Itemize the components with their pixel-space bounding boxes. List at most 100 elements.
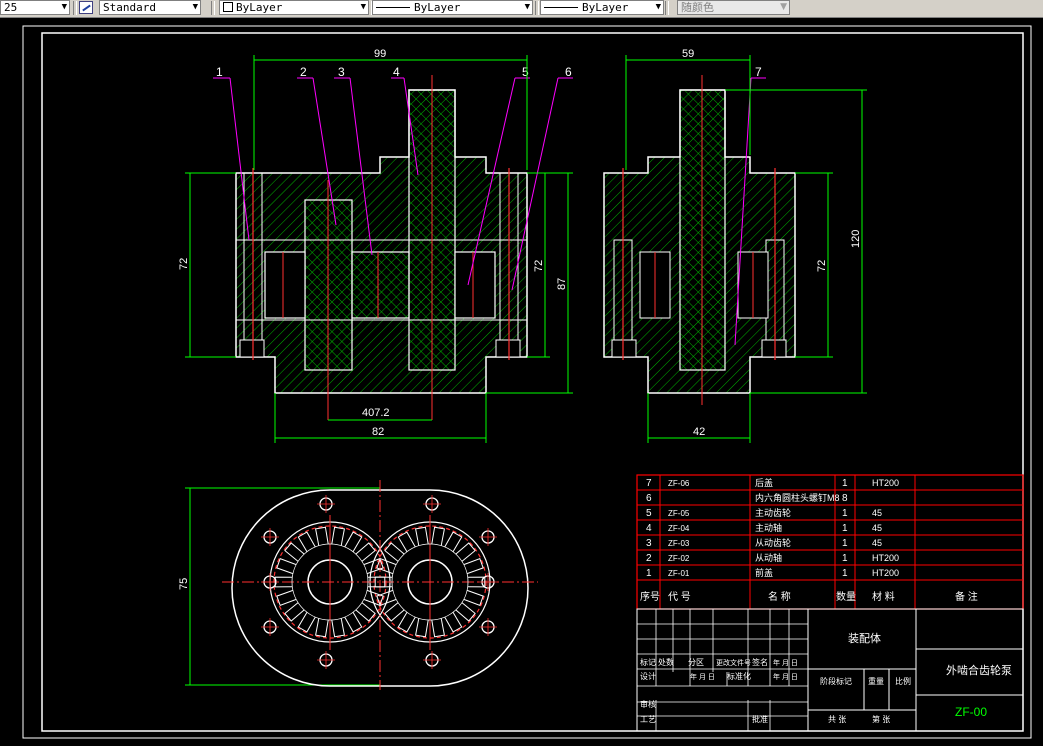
tb-approve: 批准 (752, 714, 768, 724)
chevron-down-icon[interactable]: ▼ (192, 2, 198, 12)
chevron-down-icon[interactable]: ▼ (524, 2, 530, 12)
gear-root-circle (391, 543, 469, 621)
gear-tooth (376, 589, 397, 607)
dim-bottom-height: 75 (178, 578, 190, 590)
linetype-combo[interactable]: ByLayer ▼ (372, 0, 533, 15)
toolbar-separator (211, 1, 215, 15)
tb-date-2: 年 月 日 (773, 672, 798, 681)
color-value: ByLayer (236, 1, 283, 14)
tb-label-zone: 分区 (688, 658, 704, 667)
dim-side-height-inner: 72 (816, 260, 828, 272)
bom-cell-qty: 1 (842, 508, 848, 519)
chevron-down-icon[interactable]: ▼ (655, 2, 661, 12)
bom-cell-no: 7 (646, 478, 652, 489)
bolt-hole (317, 495, 335, 513)
bolt-hole (423, 651, 441, 669)
lineweight-sample-icon (544, 7, 578, 8)
gear-tooth (363, 557, 384, 575)
bom-cell-qty: 1 (842, 538, 848, 549)
gear-tooth (397, 612, 416, 633)
color-combo[interactable]: ByLayer ▼ (219, 0, 369, 15)
gear-tooth (315, 618, 329, 638)
gear-tooth (455, 602, 476, 622)
linetype-value: ByLayer (414, 1, 461, 14)
gear-tooth (276, 589, 297, 607)
gear-tooth (276, 557, 297, 575)
gear-tooth (331, 526, 345, 546)
bom-header-name: 名 称 (768, 590, 791, 603)
gear-tooth (331, 618, 345, 638)
gear-tooth (463, 589, 484, 607)
gear-tooth (297, 612, 316, 633)
scale-combo[interactable]: 25 ▼ (0, 0, 70, 15)
chevron-down-icon[interactable]: ▼ (360, 2, 366, 12)
gear-tooth (431, 618, 445, 638)
bom-cell-material: 45 (872, 508, 882, 518)
dim-front-height-inner: 72 (533, 260, 545, 272)
text-style-icon[interactable] (79, 1, 93, 14)
bom-cell-no: 4 (646, 523, 652, 534)
dim-front-gear-center: 407.2 (362, 407, 390, 419)
bom-cell-code: ZF-01 (668, 569, 690, 578)
bom-cell-qty: 1 (842, 568, 848, 579)
bom-header-code: 代 号 (668, 591, 691, 603)
gear-tooth (315, 526, 329, 546)
bolt-hole (479, 528, 497, 546)
gear-tooth (463, 557, 484, 575)
bom-cell-name: 从动轴 (755, 552, 782, 563)
text-style-combo[interactable]: Standard ▼ (99, 0, 201, 15)
plotstyle-value: 随颜色 (681, 1, 714, 14)
balloon-6: 6 (565, 65, 572, 79)
drawing-no: ZF-00 (955, 705, 987, 719)
bom-cell-qty: 8 (842, 493, 848, 504)
bom-cell-name: 主动齿轮 (755, 507, 791, 518)
balloon-7: 7 (755, 65, 762, 79)
bom-cell-material: HT200 (872, 568, 899, 578)
product-name: 外啮合齿轮泵 (946, 663, 1012, 677)
balloon-5: 5 (522, 65, 529, 79)
title-block (636, 608, 1024, 732)
gear-tooth (355, 542, 376, 562)
bom-header-remark: 备 注 (955, 590, 978, 603)
bom-cell-no: 6 (646, 493, 652, 504)
dimension-lines (185, 55, 867, 686)
bom-cell-code: ZF-06 (668, 479, 690, 488)
outer-frame (22, 25, 1032, 739)
lineweight-value: ByLayer (582, 1, 629, 14)
bom-cell-name: 前盖 (755, 567, 773, 578)
bom-cell-no: 2 (646, 553, 652, 564)
gear-tooth (284, 602, 305, 622)
tb-date-1: 年 月 日 (690, 672, 715, 681)
drawing-canvas[interactable]: 1 2 3 4 5 6 7 99 59 72 72 87 407.2 82 72… (0, 18, 1043, 740)
bom-cell-name: 内六角圆柱头螺钉M8 (755, 492, 840, 503)
tb-weight: 重量 (868, 676, 884, 686)
bom-cell-code: ZF-04 (668, 524, 690, 533)
bom-cell-material: 45 (872, 523, 882, 533)
bom-cell-material: 45 (872, 538, 882, 548)
gear-tooth (344, 612, 363, 633)
inner-frame (41, 32, 1024, 732)
bom-header-no: 序号 (640, 590, 660, 603)
gear-tooth (415, 526, 429, 546)
bolt-holes (261, 495, 497, 669)
bolt-hole (261, 528, 279, 546)
tb-label-mark: 标记 (640, 657, 656, 667)
bom-header-material: 材 料 (872, 590, 895, 603)
tb-designer: 设计 (640, 671, 656, 681)
gear-tooth (415, 618, 429, 638)
lineweight-combo[interactable]: ByLayer ▼ (540, 0, 664, 15)
text-style-value: Standard (103, 1, 156, 14)
gear-tooth (284, 542, 305, 562)
bom-cell-material: HT200 (872, 553, 899, 563)
chevron-down-icon[interactable]: ▼ (61, 2, 67, 12)
tb-process: 工艺 (640, 715, 656, 724)
bom-header-qty: 数量 (836, 590, 856, 603)
bom-cell-qty: 1 (842, 478, 848, 489)
chevron-down-icon[interactable]: ▼ (780, 2, 787, 12)
plotstyle-combo[interactable]: 随颜色 ▼ (677, 0, 790, 15)
gear-tooth (297, 531, 316, 552)
dim-front-height-outer: 87 (556, 278, 568, 290)
